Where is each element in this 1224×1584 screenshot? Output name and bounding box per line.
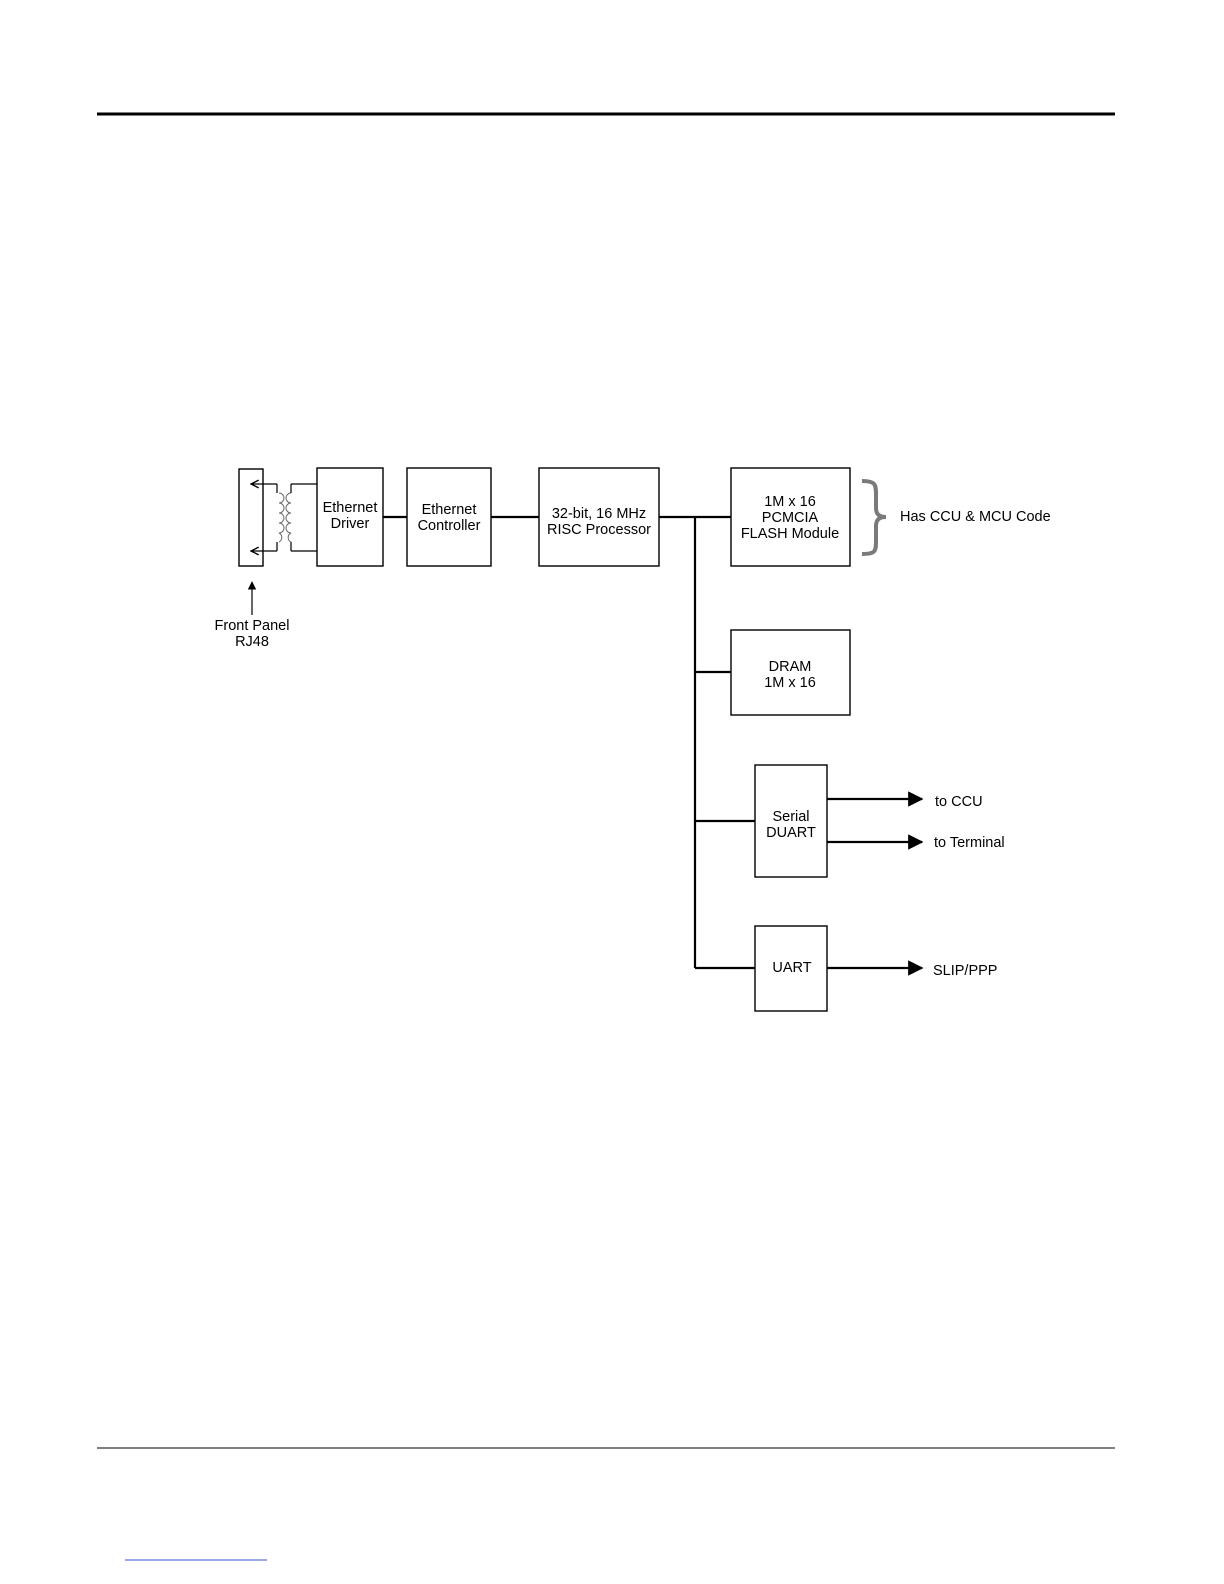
- svg-text:FLASH Module: FLASH Module: [741, 526, 839, 542]
- rj48-label: RJ48: [235, 634, 269, 650]
- flash-module-block: 1M x 16 PCMCIA FLASH Module: [731, 468, 850, 566]
- svg-text:UART: UART: [772, 960, 811, 976]
- svg-text:Controller: Controller: [418, 518, 481, 534]
- flash-note: Has CCU & MCU Code: [900, 509, 1051, 525]
- svg-text:Driver: Driver: [331, 516, 370, 532]
- svg-text:Ethernet: Ethernet: [323, 500, 378, 516]
- uart-block: UART: [755, 926, 827, 1011]
- rj48-connector: [239, 469, 277, 566]
- serial-duart-block: Serial DUART: [755, 765, 827, 877]
- svg-text:1M x 16: 1M x 16: [764, 494, 816, 510]
- front-panel-label: Front Panel: [215, 618, 290, 634]
- svg-text:RISC Processor: RISC Processor: [547, 522, 651, 538]
- ethernet-controller-block: Ethernet Controller: [407, 468, 491, 566]
- risc-processor-block: 32-bit, 16 MHz RISC Processor: [539, 468, 659, 566]
- svg-text:32-bit, 16 MHz: 32-bit, 16 MHz: [552, 506, 646, 522]
- slip-ppp-label: SLIP/PPP: [933, 963, 997, 979]
- brace-icon: [862, 481, 886, 554]
- to-ccu-label: to CCU: [935, 794, 983, 810]
- svg-text:1M x 16: 1M x 16: [764, 675, 816, 691]
- ethernet-driver-block: Ethernet Driver: [317, 468, 383, 566]
- dram-block: DRAM 1M x 16: [731, 630, 850, 715]
- transformer-icon: [279, 484, 317, 551]
- svg-text:Serial: Serial: [772, 809, 809, 825]
- svg-text:PCMCIA: PCMCIA: [762, 510, 819, 526]
- svg-text:DUART: DUART: [766, 825, 816, 841]
- svg-text:Ethernet: Ethernet: [422, 502, 477, 518]
- to-terminal-label: to Terminal: [934, 835, 1005, 851]
- svg-text:DRAM: DRAM: [769, 659, 812, 675]
